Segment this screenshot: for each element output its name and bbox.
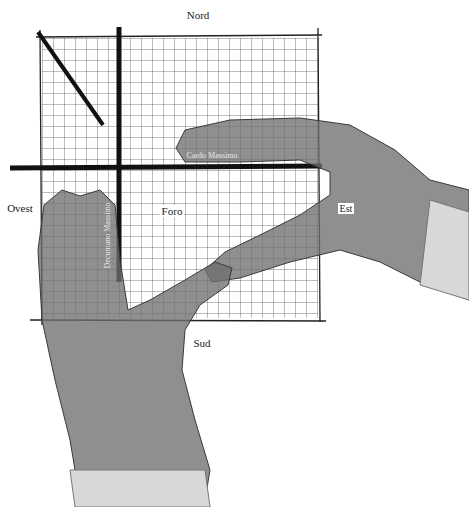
right-cuff (420, 200, 469, 300)
compass-label: Est (338, 203, 355, 214)
left-cuff (70, 470, 210, 507)
street-label: Cardo Massimo (185, 152, 240, 161)
horizontal-main-street (10, 166, 322, 168)
compass-label: Ovest (5, 202, 35, 214)
left-hand (38, 190, 232, 500)
diagonal-street (38, 32, 103, 125)
street-label: Decumano Massimo (104, 200, 113, 270)
district-label: Foro (160, 205, 185, 217)
compass-label: Sud (191, 337, 212, 349)
compass-label: Nord (185, 9, 212, 21)
